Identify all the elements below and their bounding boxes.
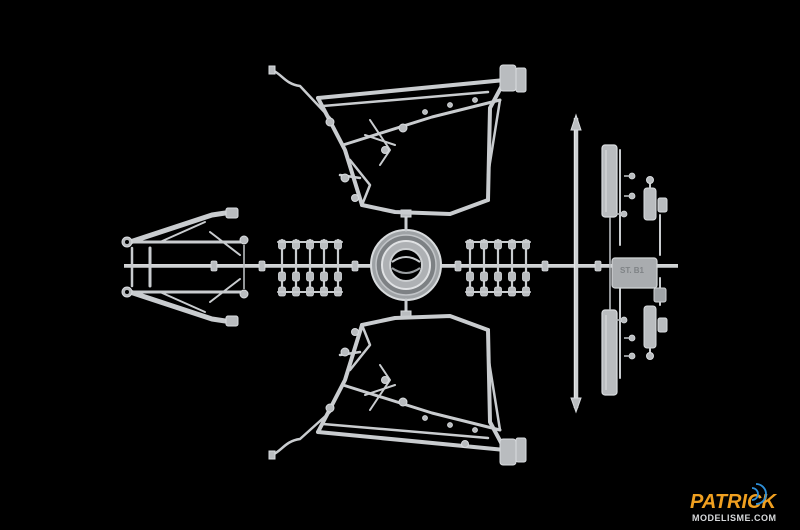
fork-tube-parts (601, 144, 621, 396)
watermark-site-text: MODELISME.COM (692, 513, 777, 523)
watermark-brand-text: PATRICK (690, 491, 777, 513)
engine-fins-left (277, 238, 343, 297)
vertical-runner (570, 113, 582, 414)
engine-fins-right (465, 238, 531, 297)
watermark-logo: PATRICK MODELISME.COM (690, 483, 777, 523)
signal-icon (751, 487, 759, 501)
central-ring-part (370, 209, 442, 320)
shock-absorber-parts (643, 176, 668, 360)
swingarm-part (121, 207, 249, 327)
sprue-code-tab: ST. B1 (611, 257, 667, 303)
frame-part-upper (268, 64, 527, 216)
frame-part-lower (268, 314, 527, 466)
small-bracket-parts (210, 172, 636, 360)
sprue-code-text: ST. B1 (620, 266, 645, 275)
